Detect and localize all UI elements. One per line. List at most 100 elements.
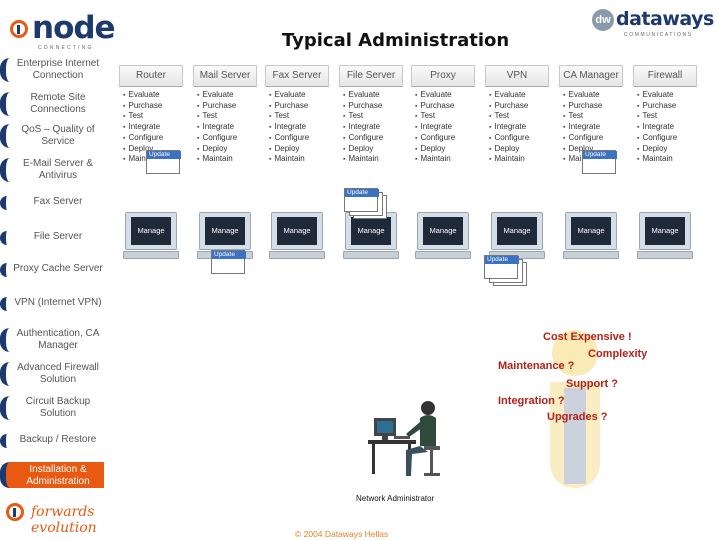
step-item: Test bbox=[343, 111, 405, 122]
step-item: Integrate bbox=[123, 122, 185, 133]
info-watermark-icon bbox=[530, 330, 620, 490]
column-header-7: Firewall bbox=[633, 65, 697, 87]
dataways-logo-word: dataways bbox=[616, 8, 714, 30]
step-item: Configure bbox=[637, 133, 699, 144]
manage-label: Manage bbox=[497, 217, 537, 245]
column-header-1: Mail Server bbox=[193, 65, 257, 87]
step-item: Integrate bbox=[415, 122, 477, 133]
sidebar-item-11[interactable]: Backup / Restore bbox=[0, 434, 104, 448]
node-logo: node CONNECTING bbox=[10, 12, 120, 52]
computer-base bbox=[123, 251, 179, 259]
sidebar-item-label: Circuit Backup Solution bbox=[25, 396, 91, 419]
managed-computer: Manage bbox=[121, 212, 181, 260]
footer-info-icon bbox=[6, 503, 24, 521]
step-item: Configure bbox=[489, 133, 551, 144]
computer-base bbox=[563, 251, 619, 259]
sidebar-item-10[interactable]: Circuit Backup Solution bbox=[0, 396, 104, 420]
step-item: Integrate bbox=[197, 122, 259, 133]
sidebar-item-3[interactable]: E-Mail Server & Antivirus bbox=[0, 158, 104, 182]
step-item: Evaluate bbox=[637, 90, 699, 101]
sidebar-item-9[interactable]: Advanced Firewall Solution bbox=[0, 362, 104, 386]
sidebar-item-0[interactable]: Enterprise Internet Connection bbox=[0, 58, 104, 82]
step-item: Test bbox=[637, 111, 699, 122]
update-stack: Update bbox=[211, 250, 253, 280]
dataways-logo: dw dataways COMMUNICATIONS bbox=[592, 8, 714, 40]
update-stack: Update bbox=[582, 150, 624, 180]
sidebar-item-label: Advanced Firewall Solution bbox=[17, 362, 99, 385]
step-item: Deploy bbox=[343, 144, 405, 155]
step-item: Purchase bbox=[197, 101, 259, 112]
step-item: Deploy bbox=[197, 144, 259, 155]
step-item: Purchase bbox=[415, 101, 477, 112]
column-header-2: Fax Server bbox=[265, 65, 329, 87]
step-item: Evaluate bbox=[415, 90, 477, 101]
step-item: Test bbox=[415, 111, 477, 122]
sidebar-item-1[interactable]: Remote Site Connections bbox=[0, 92, 104, 116]
step-item: Integrate bbox=[489, 122, 551, 133]
manage-label: Manage bbox=[277, 217, 317, 245]
step-item: Purchase bbox=[269, 101, 331, 112]
managed-computer: Manage bbox=[561, 212, 621, 260]
update-sheet: Update bbox=[146, 150, 181, 174]
managed-computer: Manage bbox=[487, 212, 547, 260]
step-item: Integrate bbox=[269, 122, 331, 133]
update-stack: Update bbox=[484, 255, 527, 286]
sidebar-item-label: File Server bbox=[33, 231, 83, 242]
sidebar-item-2[interactable]: QoS – Quality of Service bbox=[0, 124, 104, 148]
concern-integration: Integration ? bbox=[498, 395, 565, 407]
monitor-icon: Manage bbox=[491, 212, 543, 250]
step-item: Maintain bbox=[197, 154, 259, 165]
step-list: EvaluatePurchaseTestIntegrateConfigureDe… bbox=[269, 90, 331, 165]
step-item: Configure bbox=[563, 133, 625, 144]
sidebar-item-7[interactable]: VPN (Internet VPN) bbox=[0, 297, 104, 311]
update-label: Update bbox=[485, 256, 519, 264]
sidebar-item-label: QoS – Quality of Service bbox=[21, 124, 95, 147]
step-item: Evaluate bbox=[123, 90, 185, 101]
concern-upgrades: Upgrades ? bbox=[547, 411, 608, 423]
sidebar-item-label: VPN (Internet VPN) bbox=[14, 297, 102, 308]
step-item: Maintain bbox=[637, 154, 699, 165]
update-sheet: Update bbox=[344, 188, 379, 212]
sidebar-item-12[interactable]: Installation & Administration bbox=[0, 462, 104, 488]
step-item: Integrate bbox=[563, 122, 625, 133]
sidebar-item-label: Proxy Cache Server bbox=[13, 263, 103, 274]
step-item: Test bbox=[123, 111, 185, 122]
step-item: Configure bbox=[415, 133, 477, 144]
step-item: Test bbox=[197, 111, 259, 122]
concern-cost: Cost Expensive ! bbox=[543, 331, 632, 343]
page-title: Typical Administration bbox=[282, 30, 510, 51]
step-item: Integrate bbox=[637, 122, 699, 133]
step-item: Test bbox=[489, 111, 551, 122]
sidebar-item-8[interactable]: Authentication, CA Manager bbox=[0, 328, 104, 352]
sidebar-item-label: E-Mail Server & Antivirus bbox=[22, 158, 93, 181]
network-administrator-figure bbox=[368, 388, 448, 483]
step-item: Maintain bbox=[343, 154, 405, 165]
step-item: Deploy bbox=[269, 144, 331, 155]
step-item: Maintain bbox=[415, 154, 477, 165]
update-stack: Update bbox=[344, 188, 387, 219]
computer-base bbox=[415, 251, 471, 259]
step-item: Deploy bbox=[637, 144, 699, 155]
column-header-3: File Server bbox=[339, 65, 403, 87]
computer-base bbox=[269, 251, 325, 259]
sidebar-item-5[interactable]: File Server bbox=[0, 231, 104, 245]
step-item: Deploy bbox=[415, 144, 477, 155]
step-item: Purchase bbox=[489, 101, 551, 112]
step-item: Purchase bbox=[563, 101, 625, 112]
concern-maintenance: Maintenance ? bbox=[498, 360, 575, 372]
computer-base bbox=[637, 251, 693, 259]
step-item: Purchase bbox=[123, 101, 185, 112]
sidebar-item-label: Remote Site Connections bbox=[30, 92, 86, 115]
managed-computer: Manage bbox=[341, 212, 401, 260]
update-sheet: Update bbox=[211, 250, 246, 274]
sidebar-item-6[interactable]: Proxy Cache Server bbox=[0, 263, 104, 277]
step-item: Purchase bbox=[343, 101, 405, 112]
step-list: EvaluatePurchaseTestIntegrateConfigureDe… bbox=[637, 90, 699, 165]
step-item: Evaluate bbox=[563, 90, 625, 101]
monitor-icon: Manage bbox=[199, 212, 251, 250]
sidebar-item-label: Authentication, CA Manager bbox=[16, 328, 100, 351]
step-item: Integrate bbox=[343, 122, 405, 133]
sidebar-item-4[interactable]: Fax Server bbox=[0, 196, 104, 210]
step-item: Maintain bbox=[123, 154, 185, 165]
managed-computer: Manage bbox=[413, 212, 473, 260]
